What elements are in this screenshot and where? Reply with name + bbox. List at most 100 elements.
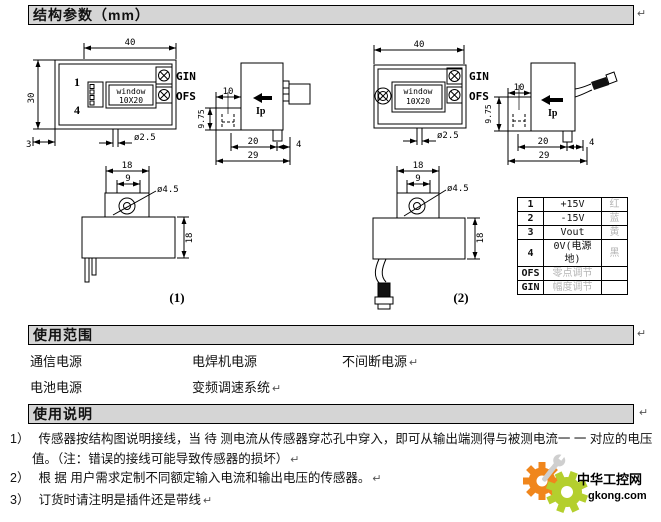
g2-side-dim20: 20 (538, 137, 549, 147)
g1-dim-width: 40 (125, 38, 136, 48)
name-cell: -15V (543, 211, 602, 226)
watermark-domain: gkong.com (588, 490, 647, 502)
g2-window-size: 10X20 (406, 97, 430, 106)
g1-side-dim4: 4 (296, 140, 301, 150)
note-number: 3） (10, 493, 30, 507)
section-title: 结构参数（mm） (33, 7, 150, 23)
name-cell: 0V(电源地) (543, 239, 602, 267)
paragraph-mark: ↵ (637, 8, 647, 20)
g1-bot-dim18: 18 (122, 161, 133, 171)
g1-window-word: window (117, 87, 146, 96)
g2-bot-dim18: 18 (413, 161, 424, 171)
g1-offset-label: OFS (176, 90, 196, 103)
wrench-icon (542, 452, 567, 482)
g1-pin1-label: 1 (74, 75, 80, 89)
note-number: 1） (10, 432, 30, 446)
color-cell (601, 266, 628, 281)
g2-side-dim10: 10 (514, 83, 525, 93)
pin-cell: 4 (517, 239, 544, 267)
g2-bottom-view (372, 166, 480, 310)
range-item-ups: 不间断电源↵ (342, 351, 418, 370)
note-text: 根 据 用户需求定制不同额定输入电流和输出电压的传感器。 (38, 471, 371, 485)
color-cell: 黄 (601, 225, 628, 240)
pin-cell: 3 (517, 225, 544, 240)
name-cell: Vout (543, 225, 602, 240)
watermark-graphic: 中华工控网 gkong.com (523, 452, 647, 514)
g1-bot-dim18h: 18 (185, 233, 195, 244)
paragraph-mark: ↵ (372, 473, 382, 485)
g1-side-dim975: 9.75 (197, 109, 206, 128)
g2-front-view (373, 45, 467, 145)
section-header-range: 使用范围 (28, 325, 634, 345)
g1-current-arrow (253, 93, 272, 103)
section-header-structure: 结构参数（mm） (28, 5, 634, 25)
color-cell: 蓝 (601, 211, 628, 226)
note-text: 值。（注：错误的接线可能导致传感器的损坏） (32, 452, 289, 466)
g2-current-label: Ip (548, 108, 558, 119)
note-number: 2） (10, 471, 30, 485)
range-item-label: 变频调速系统 (192, 380, 271, 395)
range-item-vfd: 变频调速系统↵ (192, 377, 281, 396)
g2-bot-dim9: 9 (415, 174, 420, 184)
range-item-label: 不间断电源 (342, 354, 408, 369)
name-cell: +15V (543, 197, 602, 212)
pin-cell: GIN (517, 280, 544, 295)
section-title: 使用范围 (33, 327, 93, 343)
g2-stud-dia: ø2.5 (437, 131, 459, 141)
g1-window-size: 10X20 (119, 96, 143, 105)
g2-side-dim975: 9.75 (484, 104, 493, 123)
g2-gain-label: GIN (469, 70, 489, 83)
gear-icon-green (545, 470, 589, 514)
g2-bot-hole: ø4.5 (447, 184, 469, 194)
g2-current-arrow (541, 95, 563, 105)
g1-bot-hole: ø4.5 (157, 185, 179, 195)
note-item-1-line-1: 1）传感器按结构图说明接线，当 待 测电流从传感器穿芯孔中穿入，即可从输出端测得… (10, 428, 652, 447)
watermark-title: 中华工控网 (577, 472, 642, 487)
table-row: 2 -15V 蓝 (517, 211, 628, 226)
g1-pin4-label: 4 (74, 103, 80, 117)
g1-stud-dia: ø2.5 (134, 133, 156, 143)
g2-side-dim4: 4 (589, 138, 594, 148)
pin-cell: 2 (517, 211, 544, 226)
g2-offset-label: OFS (469, 90, 489, 103)
section-title: 使用说明 (33, 406, 93, 422)
structure-drawings: 40 30 1 4 window 10X20 GIN OFS ø2.5 3 10… (26, 38, 618, 310)
color-cell: 红 (601, 197, 628, 212)
note-text: 订货时请注明是插件还是带线 (38, 493, 201, 507)
g1-side-dim20: 20 (248, 137, 259, 147)
paragraph-mark: ↵ (290, 454, 300, 466)
g1-front-view (32, 43, 177, 147)
pin-definition-table: 1 +15V 红 2 -15V 蓝 3 Vout 黄 4 0V(电源地) 黑 O… (517, 197, 628, 295)
g1-view-label: (1) (169, 290, 184, 305)
watermark-logo: 中华工控网 gkong.com (511, 448, 661, 522)
table-row: 3 Vout 黄 (517, 225, 628, 240)
range-item-battery: 电池电源 (30, 380, 83, 395)
pin-cell: 1 (517, 197, 544, 212)
g2-view-label: (2) (453, 290, 468, 305)
g2-window-word: window (404, 87, 433, 96)
table-row: OFS 零点调节 (517, 266, 628, 281)
section-header-notes: 使用说明 (28, 404, 634, 424)
g1-side-view (205, 62, 311, 165)
g2-bot-dim18h: 18 (476, 233, 486, 244)
g2-side-view (494, 62, 618, 165)
table-row: 4 0V(电源地) 黑 (517, 239, 628, 267)
color-cell (601, 280, 628, 295)
g1-current-label: Ip (256, 106, 266, 117)
range-item-welder: 电焊机电源 (192, 354, 258, 369)
g1-bottom-view (81, 166, 189, 283)
paragraph-mark: ↵ (637, 328, 647, 340)
paragraph-mark: ↵ (202, 495, 213, 507)
g1-bot-dim9: 9 (125, 174, 130, 184)
g1-side-dim29: 29 (248, 151, 259, 161)
table-row: 1 +15V 红 (517, 197, 628, 212)
note-item-3: 3） 订货时请注明是插件还是带线↵ (10, 489, 212, 508)
g2-dim-width: 40 (414, 40, 425, 50)
paragraph-mark: ↵ (272, 383, 282, 395)
note-item-1-line-2: 值。（注：错误的接线可能导致传感器的损坏）↵ (32, 448, 299, 467)
name-cell: 零点调节 (543, 266, 602, 281)
g1-side-dim10: 10 (223, 87, 234, 97)
table-row: GIN 幅度调节 (517, 280, 628, 295)
range-item-telecom: 通信电源 (30, 354, 83, 369)
